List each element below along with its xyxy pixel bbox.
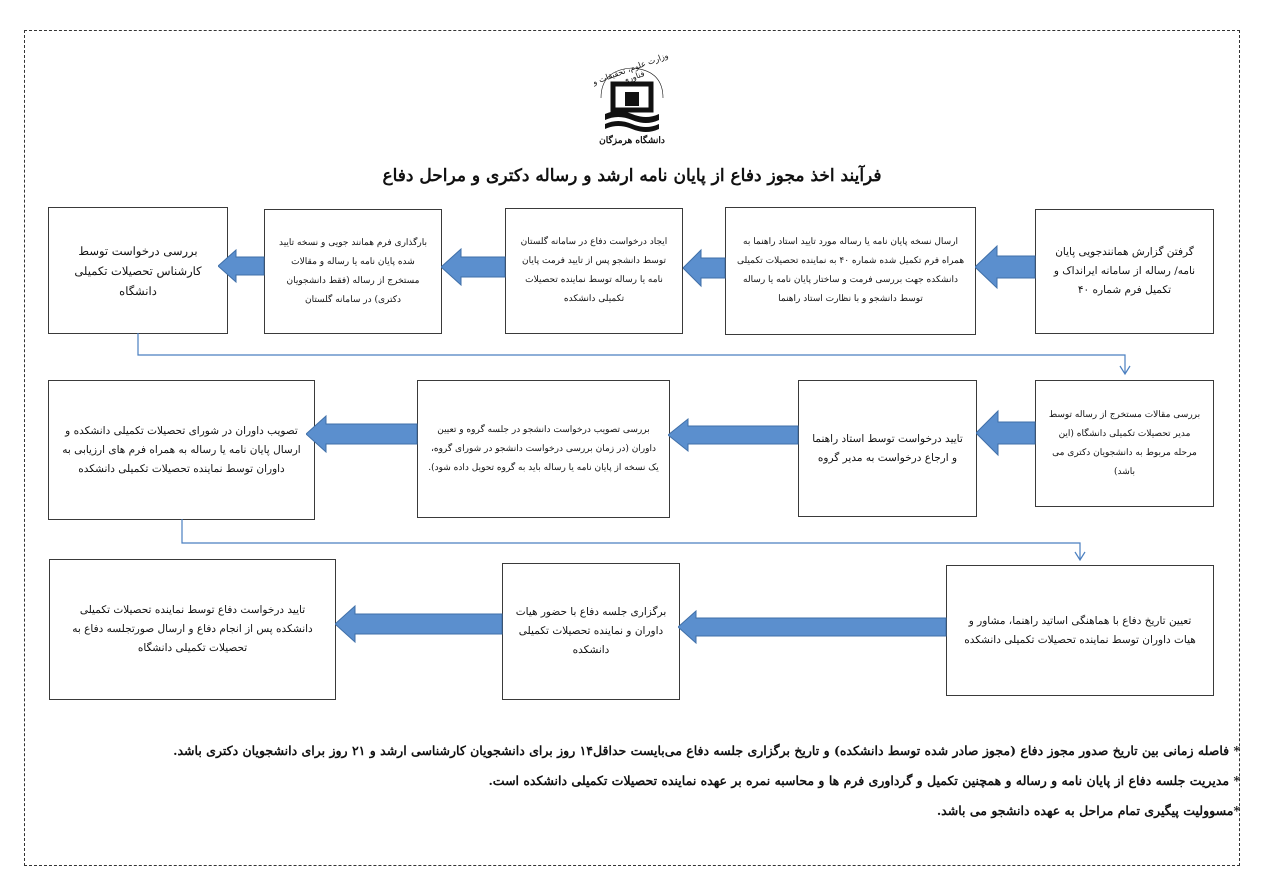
step-plagiarism-report: گرفتن گزارش همانندجویی پایان نامه/ رساله…: [1035, 209, 1214, 334]
step-group-approval: بررسی تصویب درخواست دانشجو در جلسه گروه …: [417, 380, 670, 518]
step-create-defense-request: ایجاد درخواست دفاع در سامانه گلستان توسط…: [505, 208, 683, 334]
note-student-responsibility: *مسوولیت پیگیری تمام مراحل به عهده دانشج…: [936, 803, 1240, 818]
step-text: ارسال نسخه پایان نامه یا رساله مورد تایی…: [736, 237, 965, 304]
step-text: برگزاری جلسه دفاع با حضور هیات داوران و …: [515, 606, 667, 656]
step-submit-thesis-to-representative: ارسال نسخه پایان نامه یا رساله مورد تایی…: [725, 207, 976, 335]
arrow-left-icon: [218, 248, 265, 284]
note-defense-interval: * فاصله زمانی بین تاریخ صدور مجوز دفاع (…: [173, 743, 1240, 758]
step-text: ایجاد درخواست دفاع در سامانه گلستان توسط…: [520, 237, 668, 304]
step-text: بررسی تصویب درخواست دانشجو در جلسه گروه …: [428, 424, 659, 473]
step-text: تایید درخواست توسط استاد راهنما و ارجاع …: [812, 432, 963, 464]
arrow-left-icon: [441, 247, 506, 287]
step-upload-documents: بارگذاری فرم همانند جویی و نسخه تایید شد…: [264, 209, 442, 334]
step-text: بررسی مقالات مستخرج از رساله توسط مدیر ت…: [1048, 409, 1201, 477]
arrow-left-icon: [678, 609, 947, 645]
arrow-left-icon: [335, 604, 503, 644]
step-text: تایید درخواست دفاع توسط نماینده تحصیلات …: [72, 604, 313, 654]
step-text: گرفتن گزارش همانندجویی پایان نامه/ رساله…: [1053, 246, 1196, 296]
step-council-approval: تصویب داوران در شورای تحصیلات تکمیلی دان…: [48, 380, 315, 520]
arrow-left-icon: [976, 409, 1036, 457]
step-supervisor-approval: تایید درخواست توسط استاد راهنما و ارجاع …: [798, 380, 977, 517]
note-defense-management: * مدیریت جلسه دفاع از پایان نامه و رساله…: [488, 773, 1240, 788]
arrow-left-icon: [683, 248, 726, 288]
arrow-left-icon: [668, 417, 799, 453]
page-frame: [24, 30, 1240, 866]
row-connector-2: [181, 519, 1086, 562]
step-text: بارگذاری فرم همانند جویی و نسخه تایید شد…: [278, 237, 428, 305]
step-set-defense-date: تعیین تاریخ دفاع با هماهنگی اساتید راهنم…: [946, 565, 1214, 696]
step-text: تعیین تاریخ دفاع با هماهنگی اساتید راهنم…: [964, 614, 1196, 646]
step-articles-review: بررسی مقالات مستخرج از رساله توسط مدیر ت…: [1035, 380, 1214, 507]
step-final-approval: تایید درخواست دفاع توسط نماینده تحصیلات …: [49, 559, 336, 700]
notes-section: * فاصله زمانی بین تاریخ صدور مجوز دفاع (…: [60, 736, 1240, 826]
arrow-left-icon: [975, 244, 1036, 290]
step-expert-review: بررسی درخواست توسط کارشناس تحصیلات تکمیل…: [48, 207, 228, 334]
step-text: تصویب داوران در شورای تحصیلات تکمیلی دان…: [62, 424, 301, 475]
university-logo: [600, 67, 664, 132]
page-title: فرآیند اخذ مجوز دفاع از پایان نامه ارشد …: [382, 166, 882, 186]
row-connector-1: [137, 333, 1131, 376]
arrow-left-icon: [306, 414, 418, 454]
step-text: بررسی درخواست توسط کارشناس تحصیلات تکمیل…: [74, 243, 202, 298]
logo-caption: دانشگاه هرمزگان: [599, 136, 665, 146]
step-hold-defense: برگزاری جلسه دفاع با حضور هیات داوران و …: [502, 563, 680, 700]
